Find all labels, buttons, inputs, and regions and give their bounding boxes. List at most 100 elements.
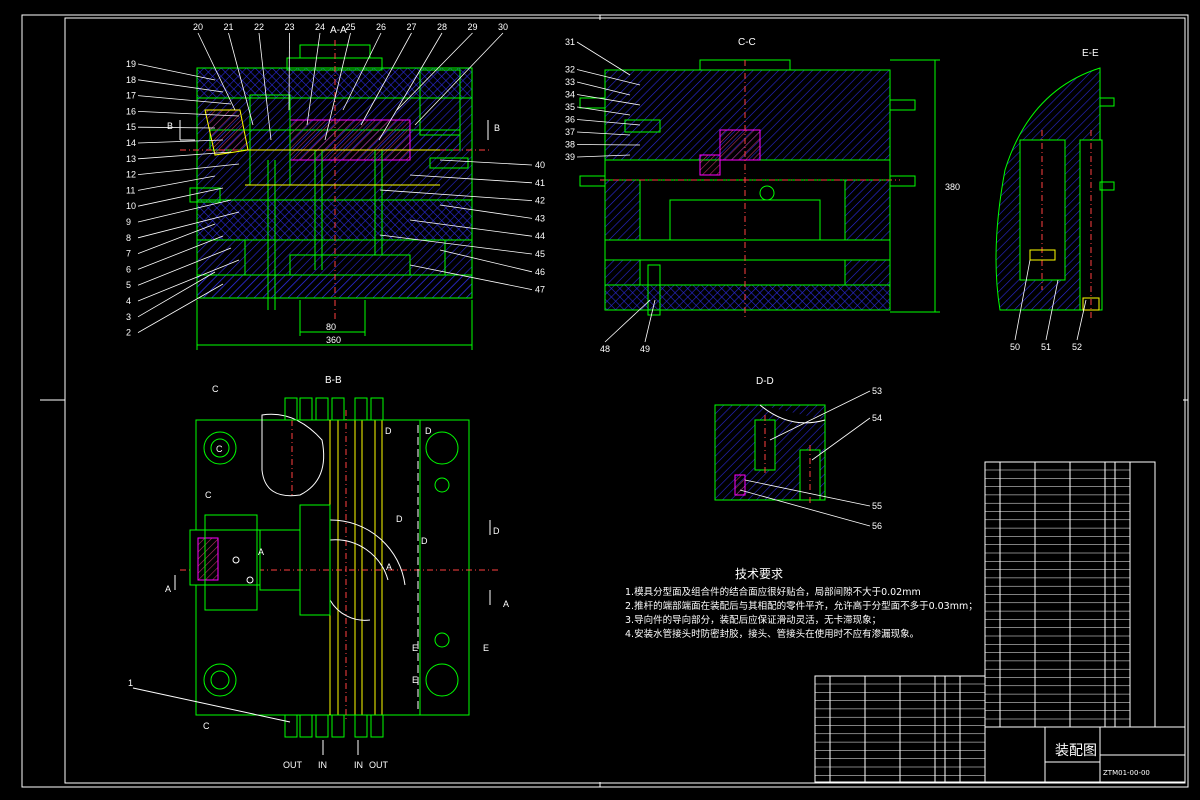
leader-line-56 [739,489,871,527]
part-number-28: 28 [437,22,447,32]
leader-line-37 [576,131,631,136]
part-number-35: 35 [565,102,575,112]
part-number-26: 26 [376,22,386,32]
leader-line-24 [306,32,321,126]
part-number-3: 3 [126,312,131,322]
leader-line-39 [576,154,631,158]
section-mark-d-1: D [385,426,392,436]
section-mark-b-left: B [167,121,173,131]
view-cc-title: C-C [738,37,756,48]
leader-line-3 [137,271,216,318]
leader-line-43 [439,204,533,219]
leader-line-9 [137,199,232,223]
section-mark-c-1: C [212,384,219,394]
leader-line-36 [576,119,641,126]
leader-line-4 [137,259,240,302]
leader-line-30 [414,32,504,126]
part-number-32: 32 [565,65,575,75]
leader-line-38 [576,144,641,146]
leader-line-29 [396,32,473,111]
view-bb: B-B [128,375,509,770]
leader-line-35 [576,106,631,116]
part-number-33: 33 [565,77,575,87]
section-mark-b-right: B [494,123,500,133]
part-number-19: 19 [126,59,136,69]
leader-line-41 [409,174,533,184]
part-number-5: 5 [126,280,131,290]
leader-line-51 [1045,279,1059,341]
part-number-43: 43 [535,213,545,223]
section-mark-c-4: C [203,721,210,731]
view-ee: E-E [995,48,1115,320]
part-number-17: 17 [126,91,136,101]
section-mark-d-3: D [396,514,403,524]
leader-line-53 [769,390,871,441]
leader-line-42 [379,189,533,201]
leader-line-47 [409,264,533,290]
part-number-23: 23 [285,22,295,32]
leader-line-10 [137,187,224,207]
leader-line-28 [378,32,443,141]
leader-line-32 [576,69,641,86]
part-number-53: 53 [872,386,882,396]
section-mark-e-1: E [483,643,489,653]
part-number-47: 47 [535,285,545,295]
leader-line-40 [439,159,533,166]
section-mark-e-2: E [412,643,418,653]
leader-line-7 [137,223,216,254]
part-number-44: 44 [535,231,545,241]
leader-line-49 [644,299,656,343]
leader-line-15 [137,126,216,129]
view-bb-title: B-B [325,375,342,386]
part-number-31: 31 [565,37,575,47]
view-aa: A-A 360 [167,25,500,350]
leader-line-20 [197,32,236,111]
part-number-36: 36 [565,115,575,125]
part-number-8: 8 [126,233,131,243]
leader-line-6 [137,235,224,270]
water-in-2: IN [354,760,363,770]
leader-line-26 [342,32,382,111]
part-number-18: 18 [126,75,136,85]
drawing-frame [21,14,1189,788]
leader-line-45 [379,234,533,255]
part-number-20: 20 [193,22,203,32]
leader-line-11 [137,175,216,191]
requirement-line-4: 4.安装水管接头时防密封胶，接头、管接头在使用时不应有渗漏现象。 [625,628,919,640]
part-number-27: 27 [407,22,417,32]
section-mark-c-2: C [205,490,212,500]
part-number-22: 22 [254,22,264,32]
leader-line-54 [811,417,871,461]
part-number-56: 56 [872,521,882,531]
leader-line-50 [1014,259,1031,341]
leader-line-16 [137,111,240,117]
section-mark-a-4: A [386,562,392,572]
leader-line-55 [744,479,871,507]
leader-line-2 [137,283,224,333]
part-number-41: 41 [535,178,545,188]
part-number-25: 25 [346,22,356,32]
dim-aa-inner: 80 [326,322,336,332]
section-mark-a-2: A [503,599,509,609]
part-number-46: 46 [535,267,545,277]
leader-line-31 [576,41,631,76]
section-mark-c-3: C [216,444,223,454]
part-number-7: 7 [126,249,131,259]
leader-line-23 [288,32,290,111]
leader-line-33 [576,81,631,96]
view-ee-title: E-E [1082,48,1099,59]
part-number-51: 51 [1041,342,1051,352]
leader-line-48 [604,299,651,343]
part-number-37: 37 [565,127,575,137]
part-number-2: 2 [126,328,131,338]
leader-line-8 [137,211,240,239]
part-number-34: 34 [565,90,575,100]
leader-line-44 [409,219,533,237]
part-number-50: 50 [1010,342,1020,352]
water-out-2: OUT [369,760,389,770]
part-number-14: 14 [126,138,136,148]
